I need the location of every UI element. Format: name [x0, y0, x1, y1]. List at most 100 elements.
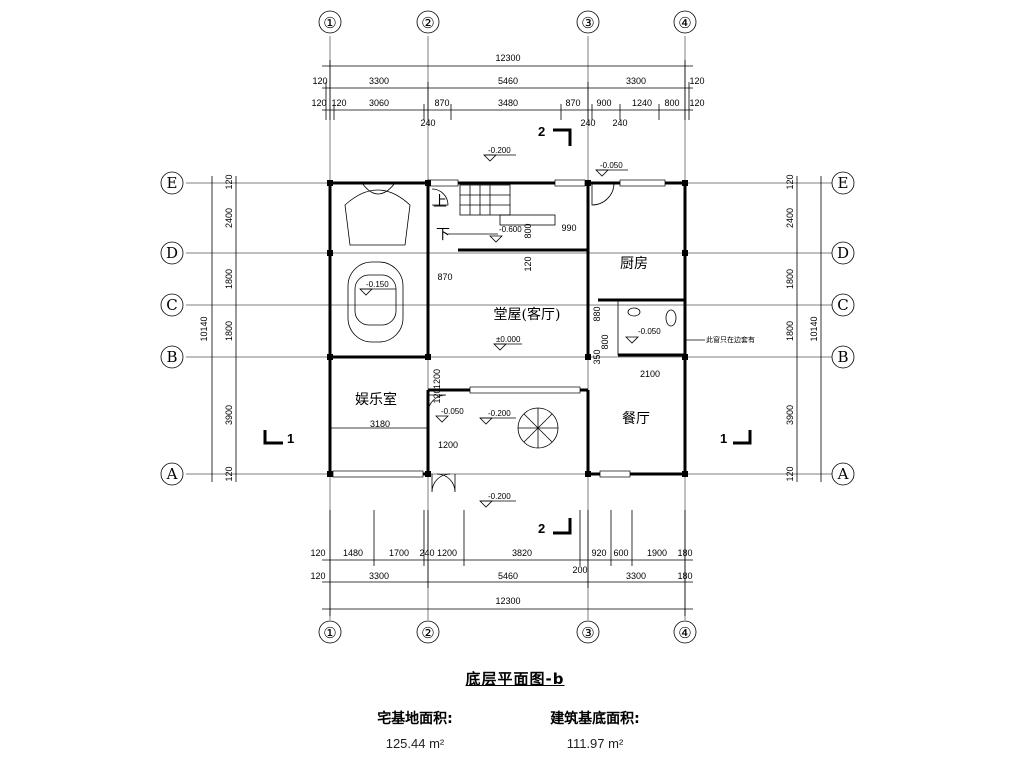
dim-int-8: 1200 — [432, 369, 442, 389]
level-bottom-outside: -0.200 — [488, 492, 511, 501]
drawing-caption: 底层平面图-b — [0, 668, 1030, 689]
tree-icon — [517, 407, 559, 449]
dim-bot-r1-7: 600 — [613, 548, 628, 558]
dim-bot-r2-5: 180 — [677, 571, 692, 581]
building-area-value: 111.97 m² — [566, 736, 624, 751]
dim-bot-r1-4: 1200 — [437, 548, 457, 558]
room-entertainment: 娱乐室 — [355, 391, 397, 408]
dim-left-5: 120 — [224, 466, 234, 481]
axis-bubbles-columns: ① ② ③ ④ ① ② ③ ④ — [318, 10, 697, 644]
dim-top-r3-1: 120 — [331, 98, 346, 108]
axis-row-a: A — [166, 465, 178, 483]
level-toilet: -0.050 — [638, 327, 661, 336]
site-area-value: 125.44 m² — [385, 736, 445, 751]
grid-lines — [186, 36, 832, 620]
axis-col-4-bottom: ④ — [678, 624, 691, 642]
site-area-label: 宅基地面积: — [377, 711, 453, 727]
axis-row-c-right: C — [837, 296, 848, 314]
dim-bot-r1-6: 920 — [591, 548, 606, 558]
axis-col-3-bottom: ③ — [581, 624, 594, 642]
stair: 上 下 — [433, 184, 556, 243]
dim-bot-r1-8: 1900 — [647, 548, 667, 558]
axis-col-3: ③ — [581, 14, 594, 32]
top-dimensions: 12300 120 3300 5460 3300 120 120 120 306… — [311, 53, 704, 128]
axis-col-4: ④ — [678, 14, 691, 32]
axis-col-1-bottom: ① — [323, 624, 336, 642]
site-area: 宅基地面积: 125.44 m² — [335, 708, 495, 751]
dim-right-4: 3900 — [785, 405, 795, 425]
level-hall: ±0.000 — [496, 335, 521, 344]
axis-bubbles-rows: E D C B A E D C B A — [160, 171, 855, 486]
dim-top-total: 12300 — [495, 53, 520, 63]
section-1-left: 1 — [287, 431, 294, 446]
dim-top-r3-8: 800 — [664, 98, 679, 108]
level-stair-bottom: -0.600 — [499, 225, 522, 234]
section-2-bottom: 2 — [538, 521, 545, 536]
window-note: 此窗只在边套有 — [706, 335, 755, 344]
dim-left-4: 3900 — [224, 405, 234, 425]
dim-top-r3-5: 870 — [565, 98, 580, 108]
level-courtyard: -0.200 — [488, 409, 511, 418]
axis-row-e: E — [167, 174, 178, 192]
dim-top-r2-1: 3300 — [369, 76, 389, 86]
building-area: 建筑基底面积: 111.97 m² — [515, 708, 675, 751]
drawing-title: 底层平面图-b — [465, 670, 565, 688]
axis-col-2: ② — [421, 14, 434, 32]
level-garage: -0.150 — [366, 280, 389, 289]
room-kitchen: 厨房 — [620, 256, 648, 272]
dim-left-total: 10140 — [199, 316, 209, 341]
dim-int-11: 1200 — [438, 440, 458, 450]
stair-down-label: 下 — [436, 227, 450, 243]
dim-top-r3-2: 3060 — [369, 98, 389, 108]
dim-bot-total: 12300 — [495, 596, 520, 606]
dim-top-r3-3: 870 — [434, 98, 449, 108]
dim-int-5: 350 — [592, 349, 602, 364]
dim-right-total: 10140 — [809, 316, 819, 341]
dim-bot-r1-9: 180 — [677, 548, 692, 558]
section-markers: 1 1 2 2 — [263, 124, 752, 536]
dim-right-1: 2400 — [785, 208, 795, 228]
dim-bot-r2-1: 3300 — [369, 571, 389, 581]
axis-col-2-bottom: ② — [421, 624, 434, 642]
dim-int-7: 2100 — [640, 369, 660, 379]
dim-right-2: 1800 — [785, 269, 795, 289]
stair-up-label: 上 — [433, 194, 447, 210]
bottom-dimensions: 120 1480 1700 240 1200 3820 920 600 1900… — [310, 510, 693, 616]
columns — [327, 180, 688, 477]
dim-right-3: 1800 — [785, 321, 795, 341]
dim-int-0: 990 — [561, 223, 576, 233]
axis-row-c: C — [166, 296, 177, 314]
dim-bot-r1-3: 240 — [419, 548, 434, 558]
axis-row-b: B — [166, 348, 177, 366]
dim-right-0: 120 — [785, 174, 795, 189]
dim-top-r2-2: 5460 — [498, 76, 518, 86]
axis-row-d: D — [166, 244, 178, 262]
dim-top-r2-4: 120 — [689, 76, 704, 86]
dim-int-3: 120 — [523, 256, 533, 271]
dim-top-r3-7: 1240 — [632, 98, 652, 108]
toilet-fixtures — [617, 299, 685, 356]
dim-top-r3b-2: 240 — [612, 118, 627, 128]
dim-bot-r1-2: 1700 — [389, 548, 409, 558]
axis-row-e-right: E — [838, 174, 849, 192]
dim-top-r3-9: 120 — [689, 98, 704, 108]
dim-int-10: 3180 — [370, 419, 390, 429]
car-outline — [344, 189, 411, 343]
section-2-top: 2 — [538, 124, 545, 139]
dim-top-r3b-0: 240 — [420, 118, 435, 128]
dim-left-0: 120 — [224, 174, 234, 189]
dim-top-r3-4: 3480 — [498, 98, 518, 108]
dim-left-2: 1800 — [224, 269, 234, 289]
level-ent-door: -0.050 — [441, 407, 464, 416]
dim-top-r3-6: 900 — [596, 98, 611, 108]
dim-top-r3-0: 120 — [311, 98, 326, 108]
room-hall: 堂屋(客厅) — [494, 306, 561, 323]
building-area-label: 建筑基底面积: — [550, 711, 640, 727]
dim-int-2: 800 — [523, 223, 533, 238]
floor-plan-drawing: ① ② ③ ④ ① ② ③ ④ E D C B A E D C B A — [160, 10, 855, 644]
side-dimensions: 10140 120 2400 1800 1800 3900 120 120 24… — [199, 174, 822, 482]
axis-row-b-right: B — [837, 348, 848, 366]
dim-left-3: 1800 — [224, 321, 234, 341]
level-kitchen-door: -0.050 — [600, 161, 623, 170]
axis-row-d-right: D — [837, 244, 849, 262]
